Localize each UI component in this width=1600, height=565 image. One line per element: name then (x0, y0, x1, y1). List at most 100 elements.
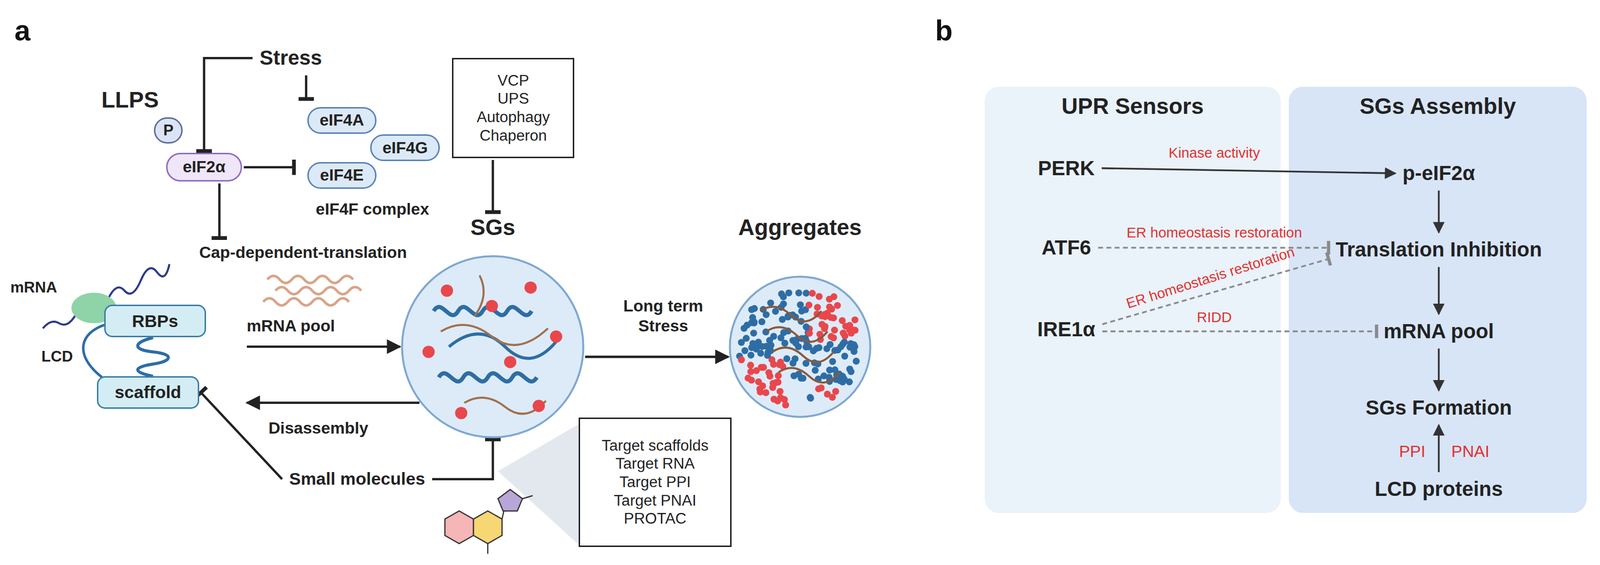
aggregate-dot (802, 289, 810, 297)
rna-line (760, 306, 822, 322)
aggregate-dot (770, 333, 777, 340)
aggregate-dot (831, 366, 839, 374)
factor-pill: eIF4A (307, 107, 377, 134)
node-text: eIF4G (382, 138, 428, 158)
part-label: LCD (41, 347, 74, 367)
aggregate-dot (815, 385, 823, 393)
circle-border (729, 276, 870, 417)
sg-proteins (433, 307, 556, 382)
llps-group: LLPSRBPsscaffold (15, 86, 245, 419)
eif4f-complex: eIF4F complex eIF4AeIF4G eIF4E (296, 100, 450, 220)
rna-line (772, 347, 834, 363)
mrna-strands (263, 276, 362, 306)
node-text: Translation Inhibition (1335, 237, 1543, 263)
drug-label: Small molecules (283, 466, 431, 493)
node-text: Aggregates (738, 214, 863, 242)
ring (444, 511, 474, 545)
aggregate-dot (789, 359, 797, 367)
node-text: eIF4E (320, 165, 364, 186)
callout-wedge (497, 424, 579, 546)
rna-line (778, 368, 841, 383)
aggregate-dot (852, 357, 860, 365)
dot (454, 407, 468, 420)
inhibition-line (491, 160, 494, 213)
circle-border (402, 256, 584, 438)
aggregate-dot (806, 330, 813, 338)
node-text: Chaperon (479, 126, 547, 146)
aggregate-dot (764, 352, 772, 359)
aggregate-dot (783, 355, 791, 363)
bond (522, 495, 533, 499)
ring (473, 511, 503, 545)
aggregate-dot (851, 316, 859, 324)
node-text: p-eIF2α (1402, 161, 1475, 186)
aggregate-dot (805, 301, 813, 309)
aggregate-dot (747, 361, 754, 369)
aggregate-dot (758, 318, 766, 326)
node-text: ATF6 (1041, 235, 1092, 261)
clearance-box: VCPUPSAutophagyChaperon (451, 57, 575, 158)
aggregate-dot (770, 395, 778, 403)
aggregate-dot (748, 319, 755, 327)
protein-box: scaffold (96, 376, 200, 410)
aggregate-dot (811, 367, 819, 375)
node-text: UPR Sensors (1061, 93, 1204, 120)
dot (532, 400, 546, 413)
rna-line (440, 325, 548, 346)
edge-label: ER homeostasis restoration (1124, 243, 1297, 313)
aggregate-dot (767, 341, 774, 349)
aggregate-dot (742, 335, 750, 342)
eif2a-pill: eIF2α (166, 152, 242, 182)
aggregate-circle: Aggregates (728, 214, 872, 419)
aggregate-dot (802, 323, 810, 331)
arrow-line (246, 345, 401, 349)
pathway-step: SGs Formation (1360, 393, 1517, 424)
node-text: scaffold (114, 382, 182, 404)
aggregate-dot (830, 326, 838, 334)
arrow-line (584, 356, 729, 359)
node-text: Stress (259, 45, 322, 71)
aggregate-dot (752, 367, 760, 375)
dot (422, 345, 435, 358)
pathway-step: p-eIF2α (1397, 158, 1481, 189)
node-text: IRE1α (1037, 317, 1096, 342)
aggregate-dot (779, 293, 787, 301)
aggregate-dot (759, 382, 767, 390)
bond (487, 544, 489, 555)
node-text: eIF4F complex (315, 199, 430, 220)
node-text: Small molecules (289, 469, 426, 490)
factor-pill: eIF4G (370, 134, 440, 162)
arrow-line (1437, 348, 1440, 391)
aggregate-dot (815, 293, 823, 301)
panel-fill (1288, 86, 1587, 514)
aggregate-dot (847, 340, 855, 348)
inhibition-line (304, 75, 308, 100)
panel-letter: b (935, 13, 953, 48)
aggregate-dot (821, 323, 829, 331)
mrna-strand (263, 298, 350, 306)
node-text: Target scaffolds (601, 436, 709, 456)
node-text: LLPS (101, 86, 159, 114)
node-text: SGs Assembly (1359, 93, 1516, 120)
factor-pill: eIF4E (307, 162, 377, 189)
aggregate-dot (846, 365, 854, 373)
target-box: Target scaffoldsTarget RNATarget PPITarg… (578, 417, 732, 548)
node-text: PROTAC (623, 509, 687, 529)
aggregate-dot (750, 329, 757, 337)
node-text: P (163, 121, 174, 140)
arrow-line (1437, 190, 1440, 233)
aggregate-dot (752, 344, 760, 352)
node-text: VCP (497, 71, 530, 91)
node-text: Cap-dependent-translation (199, 243, 407, 263)
protein-helix (433, 307, 532, 316)
aggregate-dot (809, 290, 816, 298)
interaction-label: PNAI (1451, 442, 1490, 462)
circle-outline (400, 255, 585, 439)
inhibition-line (218, 183, 221, 239)
arrow-line (1437, 267, 1440, 315)
inhibition-line (204, 57, 253, 151)
aggregate-dot (751, 305, 758, 313)
aggregate-dot (757, 350, 765, 358)
aggregate-dot (782, 401, 790, 409)
